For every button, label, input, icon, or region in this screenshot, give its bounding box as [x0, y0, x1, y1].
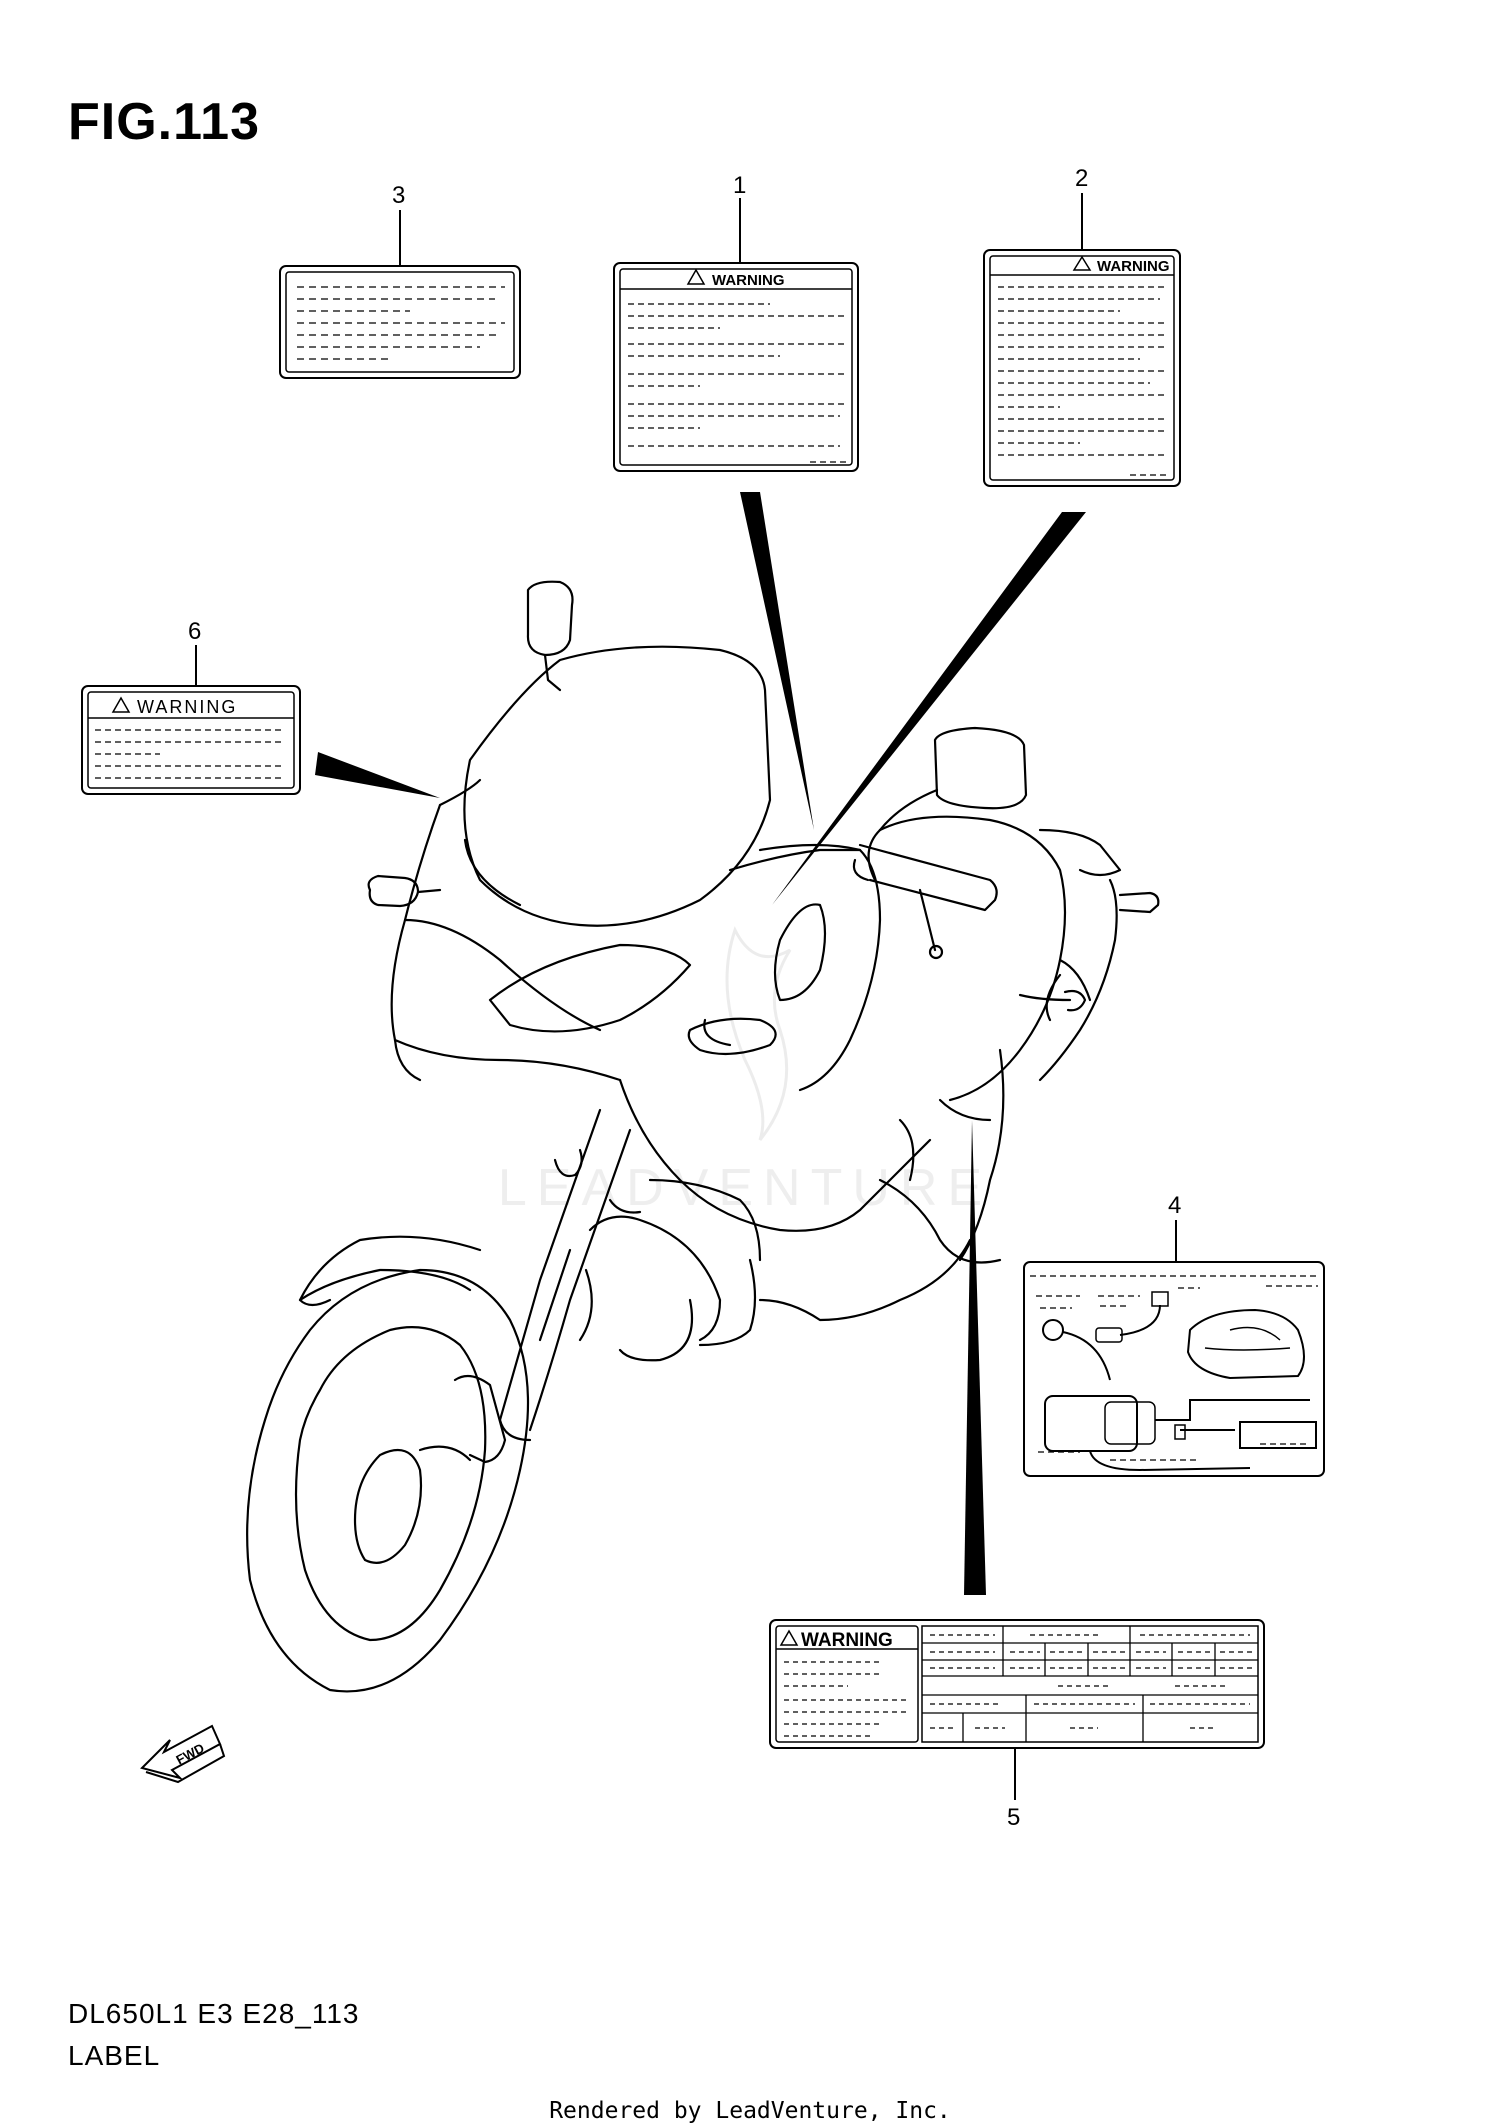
callout-number-5[interactable]: 5	[1007, 1804, 1021, 1831]
label-6[interactable]: WARNING	[81, 645, 301, 795]
leader-pointers	[315, 492, 1086, 1595]
label-3[interactable]	[279, 210, 521, 379]
label-2-heading: WARNING	[1097, 258, 1170, 275]
fwd-arrow-icon: FWD	[140, 1724, 226, 1784]
label-1-heading: WARNING	[712, 272, 785, 289]
motorcycle-outline	[246, 580, 1160, 1693]
callout-number-3[interactable]: 3	[392, 182, 406, 209]
label-2[interactable]: WARNING	[983, 193, 1181, 487]
label-5-heading: WARNING	[801, 1630, 893, 1651]
callout-number-4[interactable]: 4	[1168, 1192, 1182, 1219]
callout-number-2[interactable]: 2	[1075, 165, 1089, 192]
label-5[interactable]: WARNING	[769, 1619, 1265, 1800]
section-name: LABEL	[68, 2040, 161, 2071]
callout-number-1[interactable]: 1	[733, 172, 747, 199]
callout-number-6[interactable]: 6	[188, 618, 202, 645]
label-6-heading: WARNING	[137, 697, 237, 717]
model-code: DL650L1 E3 E28_113	[68, 1998, 360, 2029]
label-1[interactable]: WARNING	[613, 198, 859, 472]
figure-title: FIG.113	[68, 93, 260, 151]
render-credit: Rendered by LeadVenture, Inc.	[549, 2098, 951, 2124]
label-4[interactable]	[1023, 1220, 1325, 1477]
watermark: LEADVENTURE	[498, 926, 982, 1217]
